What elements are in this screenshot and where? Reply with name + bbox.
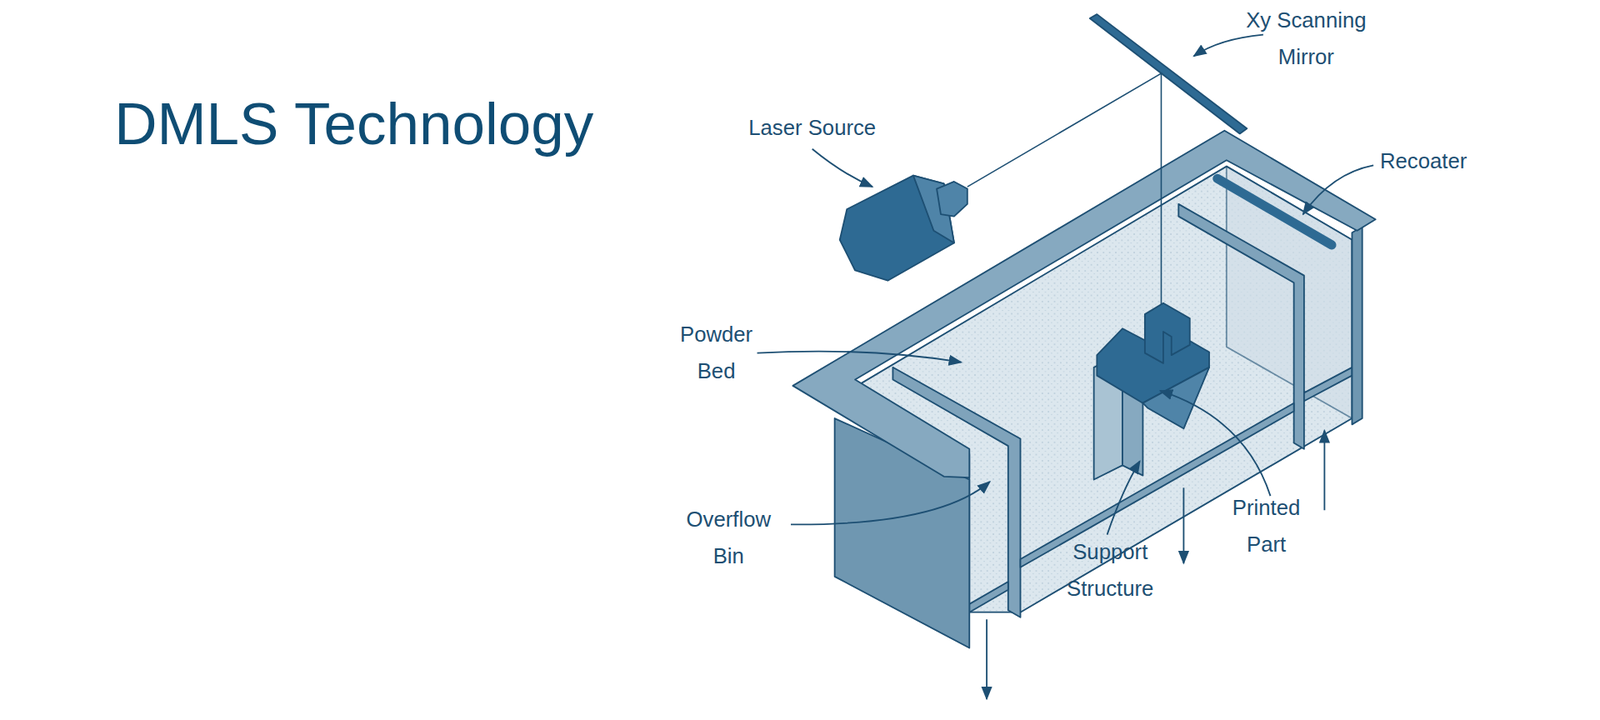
part-label: Powder Bed: [674, 316, 758, 390]
part-label: Xy Scanning Mirror: [1237, 1, 1375, 75]
part-label: Recoater: [1341, 142, 1505, 180]
part-label: Laser Source: [710, 109, 915, 146]
part-label: Support Structure: [1057, 533, 1164, 607]
part-label: Printed Part: [1223, 490, 1310, 564]
part-label: Overflow Bin: [678, 500, 779, 575]
title: DMLS Technology: [114, 87, 594, 160]
